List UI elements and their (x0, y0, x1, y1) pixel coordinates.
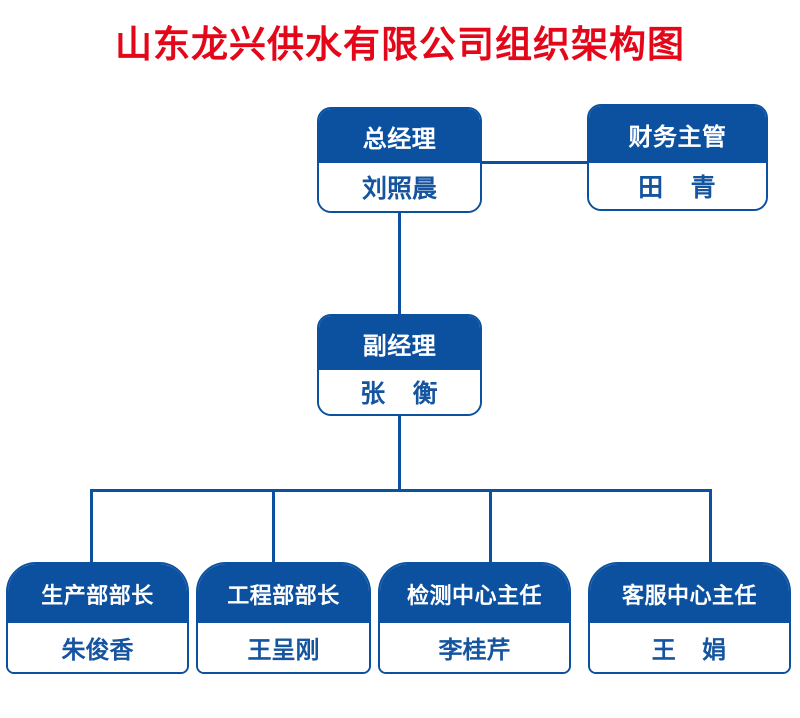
org-node-role-label: 生产部部长 (8, 564, 187, 623)
org-node-person-name: 朱俊香 (8, 623, 187, 672)
org-node-person-name: 李桂芹 (380, 623, 569, 672)
org-node-engineering-department-head[interactable]: 工程部部长 王呈刚 (196, 562, 371, 674)
org-node-role-label: 总经理 (319, 109, 480, 163)
connector-drop-dept-1 (272, 489, 275, 565)
org-node-person-name: 王呈刚 (198, 623, 369, 672)
org-node-production-department-head[interactable]: 生产部部长 朱俊香 (6, 562, 189, 674)
org-node-person-name: 王 娟 (590, 623, 789, 672)
connector-drop-dept-2 (489, 489, 492, 565)
org-node-deputy-manager[interactable]: 副经理 张 衡 (317, 314, 482, 416)
page-title: 山东龙兴供水有限公司组织架构图 (115, 24, 685, 65)
org-node-role-label: 客服中心主任 (590, 564, 789, 623)
org-node-role-label: 财务主管 (589, 106, 766, 163)
org-node-finance-supervisor[interactable]: 财务主管 田 青 (587, 104, 768, 211)
connector-gm-to-deputy (398, 211, 401, 316)
org-node-person-name: 张 衡 (319, 370, 480, 414)
org-node-customer-service-center-director[interactable]: 客服中心主任 王 娟 (588, 562, 791, 674)
connector-distribution-bar (90, 489, 712, 492)
org-node-person-name: 刘照晨 (319, 163, 480, 211)
org-node-person-name: 田 青 (589, 163, 766, 209)
connector-drop-dept-3 (709, 489, 712, 565)
org-node-role-label: 工程部部长 (198, 564, 369, 623)
connector-gm-to-finance (481, 161, 589, 164)
org-node-general-manager[interactable]: 总经理 刘照晨 (317, 107, 482, 213)
connector-deputy-trunk (398, 414, 401, 491)
org-node-role-label: 副经理 (319, 316, 480, 370)
connector-drop-dept-0 (90, 489, 93, 565)
org-node-testing-center-director[interactable]: 检测中心主任 李桂芹 (378, 562, 571, 674)
org-node-role-label: 检测中心主任 (380, 564, 569, 623)
